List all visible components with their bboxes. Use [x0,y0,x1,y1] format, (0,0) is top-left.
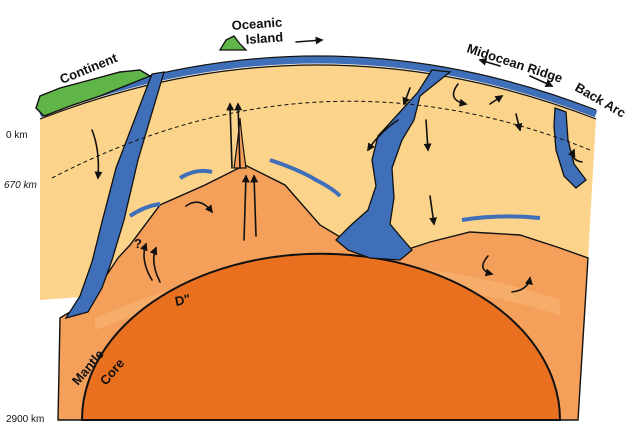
label-depth-670km: 670 km [4,180,37,191]
slab-fragment [128,202,161,218]
flow-arrow [423,119,432,152]
flow-arrow [402,87,411,106]
subducting-slab-left [64,71,165,320]
slab-fragment [269,158,342,198]
flow-arrow [489,95,504,105]
flow-arrow [149,246,161,283]
flow-arrow [367,119,399,152]
subducting-slab-right [553,107,587,189]
flow-arrow [250,174,259,237]
plate-motion-arrow [529,75,554,87]
flow-arrow [140,242,153,281]
label-oceanic-island: Oceanic [231,14,283,32]
flow-arrow [452,83,468,107]
slab-fragment [461,214,541,222]
subducting-slab-center [335,69,452,261]
flow-arrow [567,148,583,163]
discontinuity-670 [51,100,591,179]
label-depth-2900km: 2900 km [6,414,44,425]
plate-motion-arrow [295,36,324,45]
outer-core [80,252,562,421]
flow-arrow [514,113,523,132]
plate-motion-arrow [478,58,501,67]
label-question-mark: ? [134,236,142,251]
label-oceanic-island-line2: Island [245,29,284,47]
flow-arrow [241,174,250,241]
flow-arrow [234,102,243,169]
flow-arrow [429,195,438,226]
flow-arrow [91,129,103,180]
flow-arrow [511,276,533,293]
continent-landmass [35,69,152,117]
label-depth-0km: 0 km [6,130,28,141]
slab-fragment [178,168,213,180]
label-d-double-prime: D" [174,291,192,309]
flow-arrow [482,255,494,277]
flow-arrow [226,102,235,169]
oceanic-island [218,35,248,51]
flow-arrow [185,201,213,214]
